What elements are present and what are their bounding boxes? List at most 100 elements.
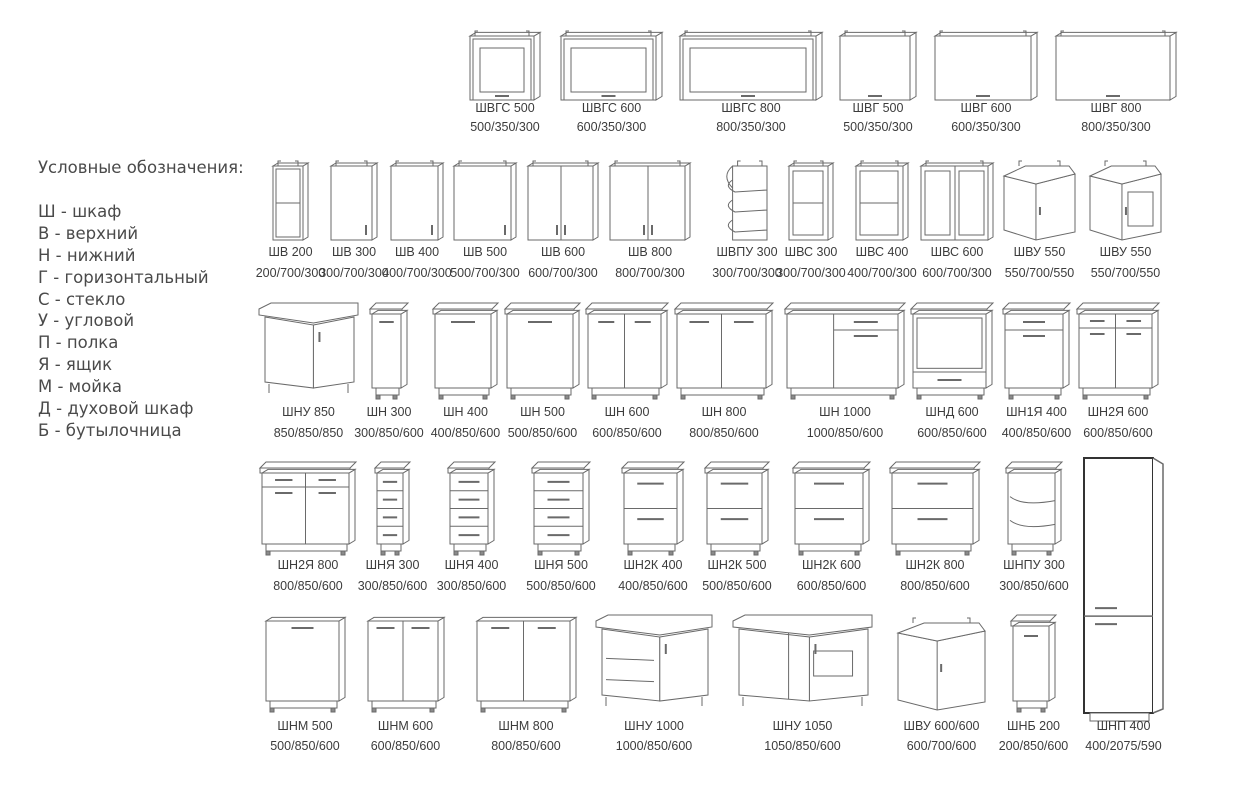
cabinet-dims: 550/700/550 — [1091, 266, 1161, 280]
cabinet-code: ШН2К 400 — [623, 558, 682, 572]
cabinet-dims: 400/850/600 — [618, 579, 688, 593]
cabinet-dims: 1000/850/600 — [807, 426, 884, 440]
cabinet-item: ШВУ 550 550/700/550 — [1088, 160, 1162, 280]
cabinet-code: ШВГ 500 — [853, 101, 904, 115]
legend-item: Я - ящик — [38, 355, 113, 375]
legend-item: С - стекло — [38, 289, 126, 309]
legend-item: М - мойка — [38, 377, 123, 397]
cabinet-code: ШН 1000 — [819, 405, 871, 419]
cabinet-code: ШВ 800 — [628, 245, 672, 259]
cabinet-dims: 1050/850/600 — [764, 739, 841, 753]
cabinet-item: ШН2К 400 400/850/600 — [618, 461, 688, 593]
cabinet-code: ШВ 300 — [332, 245, 376, 259]
cabinet-dims: 550/700/550 — [1005, 266, 1075, 280]
legend-item: Ш - шкаф — [38, 201, 122, 221]
cabinet-item: ШВГ 500 500/350/300 — [838, 30, 918, 134]
cabinet-dims: 400/2075/590 — [1085, 739, 1162, 753]
legend-item: Н - нижний — [38, 245, 136, 265]
cabinet-dims: 400/850/600 — [431, 426, 501, 440]
cabinet-code: ШН 400 — [443, 405, 488, 419]
cabinet-dims: 850/850/850 — [274, 426, 344, 440]
cabinet-code: ШНУ 1000 — [624, 719, 684, 733]
cabinet-dims: 500/850/600 — [270, 739, 340, 753]
cabinet-dims: 300/850/600 — [437, 579, 507, 593]
cabinet-item: ШНМ 500 500/850/600 — [264, 616, 347, 753]
cabinet-item: ШВУ 600/600 600/700/600 — [896, 617, 986, 753]
cabinet-code: ШН2Я 800 — [278, 558, 339, 572]
cabinet-dims: 800/850/600 — [900, 579, 970, 593]
cabinet-code: ШВГС 600 — [582, 101, 641, 115]
cabinet-code: ШНМ 800 — [498, 719, 553, 733]
legend-item: В - верхний — [38, 223, 139, 243]
cabinet-code: ШНЯ 400 — [445, 558, 499, 572]
cabinet-dims: 600/850/600 — [371, 739, 441, 753]
cabinet-item: ШН2Я 800 800/850/600 — [258, 461, 358, 593]
cabinet-code: ШН2Я 600 — [1088, 405, 1149, 419]
legend-item: Д - духовой шкаф — [38, 399, 194, 419]
cabinet-dims: 600/850/600 — [917, 426, 987, 440]
cabinet-code: ШВГ 800 — [1091, 101, 1142, 115]
legend-item: П - полка — [38, 333, 119, 353]
cabinet-code: ШВГ 600 — [961, 101, 1012, 115]
cabinet-dims: 500/700/300 — [450, 266, 520, 280]
cabinet-code: ШНЯ 500 — [534, 558, 588, 572]
cabinet-item: ШН 400 400/850/600 — [431, 302, 501, 440]
cabinet-code: ШВУ 550 — [1100, 245, 1152, 259]
cabinet-dims: 600/350/300 — [951, 120, 1021, 134]
cabinet-dims: 300/700/300 — [319, 266, 389, 280]
cabinet-code: ШНБ 200 — [1007, 719, 1060, 733]
cabinet-dims: 600/700/300 — [922, 266, 992, 280]
cabinet-code: ШНМ 500 — [277, 719, 332, 733]
cabinet-item: ШВ 300 300/700/300 — [319, 160, 389, 280]
cabinet-dims: 500/350/300 — [843, 120, 913, 134]
legend-title: Условные обозначения: — [38, 158, 244, 177]
cabinet-dims: 300/850/600 — [358, 579, 428, 593]
cabinet-dims: 600/850/600 — [1083, 426, 1153, 440]
cabinet-code: ШНМ 600 — [378, 719, 433, 733]
cabinet-code: ШН 800 — [702, 405, 747, 419]
cabinet-dims: 500/850/600 — [508, 426, 578, 440]
cabinet-code: ШНП 400 — [1097, 719, 1151, 733]
cabinet-dims: 600/700/600 — [907, 739, 977, 753]
cabinet-dims: 600/850/600 — [797, 579, 867, 593]
cabinet-code: ШН2К 800 — [905, 558, 964, 572]
cabinet-code: ШВ 400 — [395, 245, 439, 259]
cabinet-item: ШВС 600 600/700/300 — [919, 160, 995, 280]
cabinet-item: ШНЯ 400 300/850/600 — [437, 461, 507, 593]
cabinet-code: ШВС 300 — [785, 245, 838, 259]
cabinet-dims: 800/850/600 — [273, 579, 343, 593]
cabinet-dims: 800/850/600 — [689, 426, 759, 440]
cabinet-dims: 600/350/300 — [577, 120, 647, 134]
cabinet-code: ШН2К 500 — [707, 558, 766, 572]
cabinet-code: ШН 300 — [367, 405, 412, 419]
cabinet-dims: 500/850/600 — [526, 579, 596, 593]
cabinet-item: ШН 1000 1000/850/600 — [783, 302, 907, 440]
cabinet-code: ШВС 600 — [931, 245, 984, 259]
cabinet-item: ШНЯ 500 500/850/600 — [526, 461, 596, 593]
cabinet-dims: 200/700/300 — [256, 266, 326, 280]
cabinet-code: ШВПУ 300 — [716, 245, 777, 259]
cabinet-code: ШВУ 600/600 — [904, 719, 980, 733]
cabinet-code: ШВС 400 — [856, 245, 909, 259]
cabinet-item: ШН2К 800 800/850/600 — [888, 461, 982, 593]
legend-item: Г - горизонтальный — [38, 267, 209, 287]
